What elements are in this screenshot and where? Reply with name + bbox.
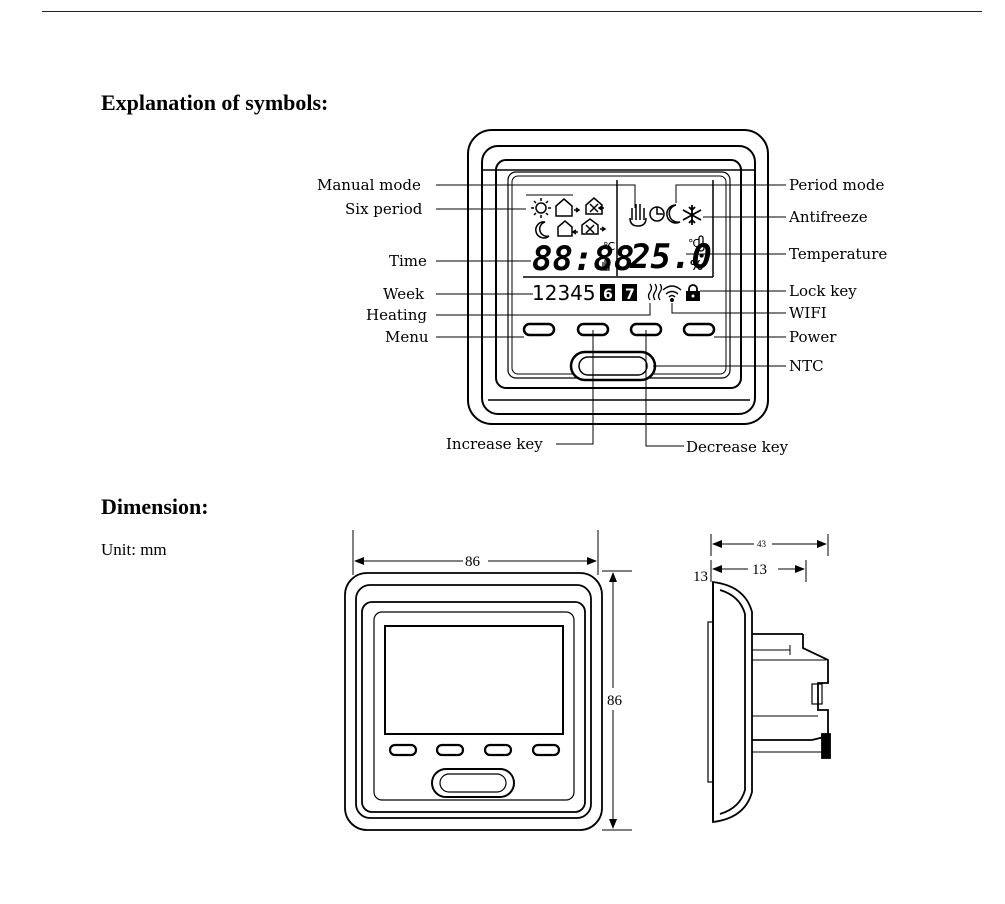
- clock-icon: [649, 206, 665, 222]
- label-temperature: Temperature: [789, 245, 887, 263]
- wifi-icon: [662, 285, 682, 302]
- temperature-celsius-label: ℃: [688, 237, 700, 250]
- temperature-value: 25.0: [629, 237, 712, 277]
- front-keys: [522, 322, 716, 382]
- label-six-period: Six period: [345, 200, 423, 218]
- menu-key[interactable]: [522, 322, 556, 337]
- day-six-box: [600, 284, 615, 301]
- top-rule: [42, 11, 982, 12]
- label-time: Time: [389, 252, 427, 270]
- label-lock-key: Lock key: [789, 282, 857, 300]
- label-increase-key: Increase key: [446, 435, 543, 453]
- sun-icon: [531, 198, 551, 218]
- moon-icon: [535, 221, 550, 239]
- label-wifi: WIFI: [789, 304, 827, 322]
- symbols-section-title: Explanation of symbols:: [101, 90, 329, 115]
- label-week: Week: [383, 285, 425, 303]
- period-moon-icon: [666, 204, 681, 224]
- label-period-mode: Period mode: [789, 176, 885, 194]
- dimension-front-view: [344, 572, 603, 831]
- home-return-icon: [557, 220, 578, 237]
- label-ntc: NTC: [789, 357, 824, 375]
- day-seven-label: 7: [625, 287, 635, 303]
- side-left-value: 13: [693, 569, 708, 585]
- thermometer-icon: [697, 235, 705, 252]
- side-inner-dimension: [710, 560, 807, 582]
- hand-small-icon: [600, 260, 610, 271]
- callout-leaders: [436, 184, 786, 447]
- label-antifreeze: Antifreeze: [788, 208, 868, 226]
- label-heating: Heating: [366, 306, 427, 324]
- side-depth-value: 43: [757, 539, 767, 549]
- side-inner-value: 13: [752, 562, 767, 578]
- week-days: 12345: [532, 281, 596, 305]
- heating-icon: [647, 283, 663, 301]
- away-return-icon: [581, 218, 607, 235]
- percent-label: %: [690, 259, 703, 274]
- time-celsius-label: ℃: [603, 240, 615, 253]
- day-seven-box: [622, 284, 637, 301]
- hand-icon: [629, 204, 647, 227]
- power-key[interactable]: [682, 322, 716, 337]
- front-height-dimension: [602, 570, 632, 831]
- label-menu: Menu: [385, 328, 429, 346]
- day-six-label: 6: [603, 287, 613, 303]
- dimension-section-title: Dimension:: [101, 494, 209, 519]
- front-height-value: 86: [607, 693, 623, 709]
- side-depth-dimension: [710, 534, 829, 556]
- away-home-icon: [585, 197, 604, 215]
- front-width-value: 86: [465, 554, 481, 570]
- time-digits: 88:88: [532, 239, 634, 279]
- label-power: Power: [789, 328, 837, 346]
- home-icon: [555, 198, 581, 217]
- snowflake-icon: [682, 205, 702, 225]
- label-manual-mode: Manual mode: [317, 176, 421, 194]
- lock-icon: [686, 284, 700, 301]
- front-width-dimension: [352, 530, 599, 575]
- label-decrease-key: Decrease key: [686, 438, 789, 456]
- unit-note: Unit: mm: [101, 540, 167, 559]
- dimension-side-view: [707, 580, 831, 824]
- lcd-display: 88:88 ℃ 25.0 ℃ % 12345 6: [523, 180, 714, 305]
